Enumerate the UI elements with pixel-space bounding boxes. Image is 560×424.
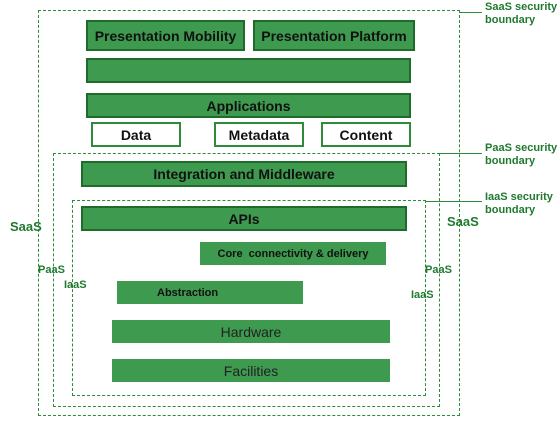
facilities-layer: Facilities xyxy=(112,359,390,382)
paas-callout-leader xyxy=(440,153,482,154)
presentation-platform-label: Presentation Platform xyxy=(261,27,407,44)
apis-layer: APIs xyxy=(81,206,407,231)
facilities-label: Facilities xyxy=(223,362,279,379)
iaas-boundary-callout: IaaS security boundary xyxy=(485,191,553,217)
content-box: Content xyxy=(321,122,411,147)
iaas-callout-line1: IaaS security xyxy=(485,191,553,203)
iaas-boundary xyxy=(72,200,426,396)
paas-left-label: PaaS xyxy=(38,264,65,276)
presentation-platform-layer: Presentation Platform xyxy=(253,20,415,51)
saas-boundary-callout: SaaS security boundary xyxy=(485,1,557,27)
metadata-box: Metadata xyxy=(214,122,304,147)
hardware-label: Hardware xyxy=(220,323,282,340)
paas-right-label: PaaS xyxy=(425,264,452,276)
presentation-mobility-label: Presentation Mobility xyxy=(94,27,237,44)
data-label: Data xyxy=(120,126,152,143)
hardware-layer: Hardware xyxy=(112,320,390,343)
apis-label: APIs xyxy=(228,210,260,227)
paas-boundary-callout: PaaS security boundary xyxy=(485,142,557,168)
core-connectivity-layer: Core connectivity & delivery xyxy=(200,242,386,265)
saas-callout-leader xyxy=(460,12,482,13)
abstraction-label: Abstraction xyxy=(157,286,219,299)
core-connectivity-label: Core connectivity & delivery xyxy=(217,247,369,260)
saas-right-label: SaaS xyxy=(447,214,479,229)
iaas-callout-line2: boundary xyxy=(485,204,536,216)
integration-middleware-label: Integration and Middleware xyxy=(153,166,335,182)
paas-callout-line1: PaaS security xyxy=(485,142,558,154)
saas-left-label: SaaS xyxy=(10,219,42,234)
iaas-left-label: IaaS xyxy=(64,279,87,291)
data-box: Data xyxy=(91,122,181,147)
content-label: Content xyxy=(339,126,393,143)
presentation-mobility-layer: Presentation Mobility xyxy=(86,20,245,51)
iaas-right-label: IaaS xyxy=(411,289,434,301)
integration-middleware-layer: Integration and Middleware xyxy=(81,161,407,187)
paas-boundary xyxy=(53,153,440,407)
paas-callout-line2: boundary xyxy=(485,155,536,167)
unlabeled-layer xyxy=(86,58,411,83)
abstraction-layer: Abstraction xyxy=(117,281,303,304)
metadata-label: Metadata xyxy=(228,126,290,143)
saas-callout-line1: SaaS security xyxy=(485,1,558,13)
applications-layer: Applications xyxy=(86,93,411,118)
saas-boundary xyxy=(38,10,460,416)
saas-callout-line2: boundary xyxy=(485,14,536,26)
applications-label: Applications xyxy=(206,97,291,114)
iaas-callout-leader xyxy=(426,201,482,202)
